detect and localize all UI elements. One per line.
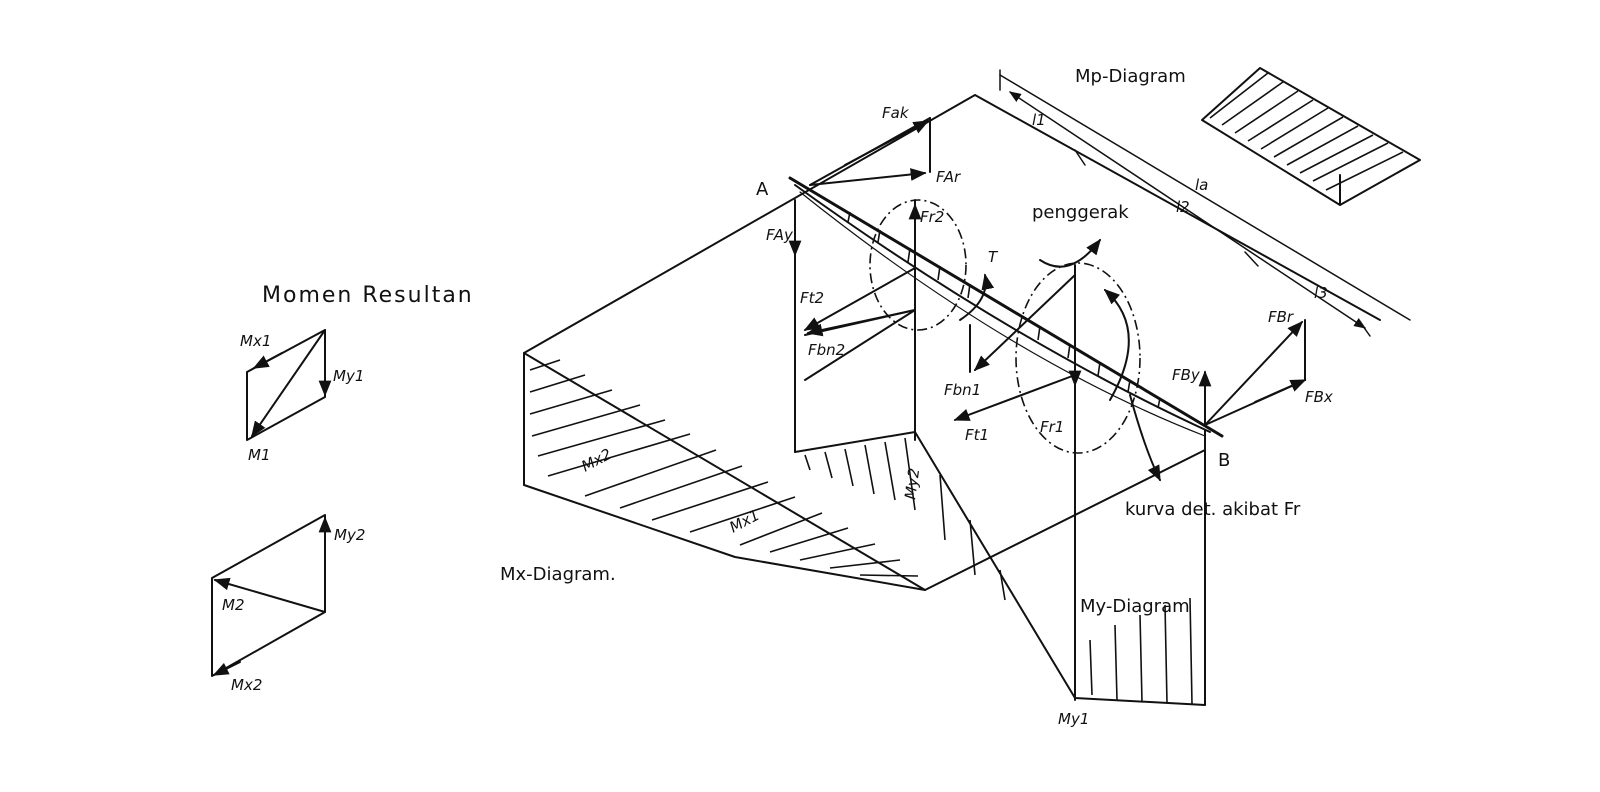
gear-2-forces: Fr2 Ft2 Fbn2 T <box>794 199 999 453</box>
dimension-lines: l1 l2 l3 la <box>999 69 1411 337</box>
mp-hatch <box>1209 72 1404 191</box>
label-fay: FAy <box>766 226 794 244</box>
resultant-parallelogram-1: Mx1 My1 M1 <box>240 329 364 464</box>
my-hatch <box>804 437 1193 705</box>
label-l1: l1 <box>1032 111 1046 129</box>
my-diagram: My2 My1 My-Diagram <box>794 429 1206 728</box>
label-fr1: Fr1 <box>1040 418 1064 436</box>
label-my2: My2 <box>901 467 923 501</box>
label-fr2: Fr2 <box>920 208 944 226</box>
label-my1: My1 <box>1058 710 1089 728</box>
mp-diagram-caption: Mp-Diagram <box>1075 66 1186 87</box>
label-l3: l3 <box>1314 284 1328 302</box>
bearing-a-forces: Fak FAr FAy <box>766 104 961 257</box>
label-ft1: Ft1 <box>965 426 989 444</box>
label-kurva: kurva det. akibat Fr <box>1125 499 1301 520</box>
deflection-hatch <box>847 211 1161 409</box>
label-t: T <box>988 248 999 266</box>
resultant-moment-panel: Momen Resultan Mx1 My1 M1 My2 M2 Mx2 <box>211 283 474 694</box>
label-left-mx2: Mx2 <box>231 676 262 694</box>
label-fbr: FBr <box>1268 308 1294 326</box>
label-fbx: FBx <box>1305 388 1333 406</box>
mx-diagram: Mx2 Mx1 Mx-Diagram. <box>500 94 1381 591</box>
deflection-curve <box>794 184 1211 433</box>
curve-annotation: kurva det. akibat Fr <box>1125 394 1301 520</box>
label-penggerak: penggerak <box>1032 202 1129 223</box>
label-fbn2: Fbn2 <box>808 341 845 359</box>
label-left-m2: M2 <box>222 596 245 614</box>
bearing-b-forces: FBr FBy FBx <box>1172 308 1333 426</box>
label-left-m1: M1 <box>248 446 271 464</box>
shaft: A B <box>756 176 1230 471</box>
my-diagram-caption: My-Diagram <box>1080 596 1190 617</box>
mx-diagram-caption: Mx-Diagram. <box>500 564 616 585</box>
label-left-my2: My2 <box>334 526 365 544</box>
point-a: A <box>756 179 769 200</box>
momen-resultan-title: Momen Resultan <box>262 283 474 308</box>
resultant-parallelogram-2: My2 M2 Mx2 <box>211 514 365 694</box>
label-mx1: Mx1 <box>726 506 762 537</box>
label-fby: FBy <box>1172 366 1201 384</box>
label-left-my1: My1 <box>333 367 364 385</box>
label-la: la <box>1195 176 1208 194</box>
mp-diagram: Mp-Diagram <box>1075 66 1421 206</box>
label-mx2: Mx2 <box>578 445 614 476</box>
point-b: B <box>1218 450 1230 471</box>
mx-hatch <box>529 359 919 577</box>
label-left-mx1: Mx1 <box>240 332 271 350</box>
label-ft2: Ft2 <box>800 289 824 307</box>
label-far: FAr <box>936 168 961 186</box>
label-fbn1: Fbn1 <box>944 381 981 399</box>
label-fak: Fak <box>882 104 910 122</box>
gear-1-forces: Fbn1 Ft1 Fr1 penggerak <box>944 202 1141 701</box>
label-l2: l2 <box>1176 198 1190 216</box>
